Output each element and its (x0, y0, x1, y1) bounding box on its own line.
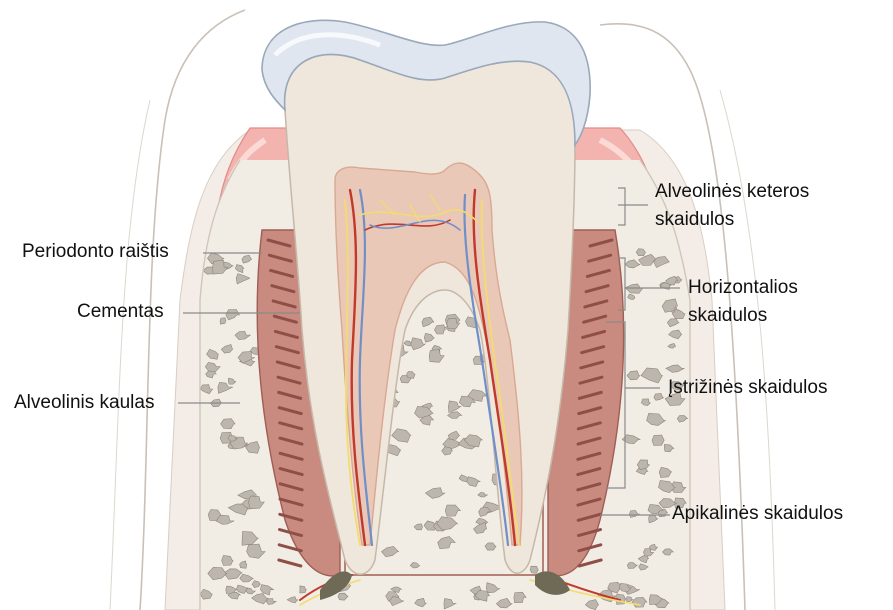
label-periodonto-raistis: Periodonto raištis (22, 240, 169, 264)
label-alveolines-keteros-line1: Alveolinės keteros (655, 180, 809, 204)
label-istrizines-skaidulos: Įstrižinės skaidulos (668, 376, 827, 400)
label-horizontalios-line2: skaidulos (688, 304, 767, 328)
bone-pore (652, 435, 664, 445)
label-cementas: Cementas (77, 300, 164, 324)
bone-pore (530, 566, 538, 573)
bone-pore (220, 318, 226, 324)
label-horizontalios-line1: Horizontalios (688, 276, 798, 300)
label-apikalines-skaidulos: Apikalinės skaidulos (672, 502, 843, 526)
label-alveolinis-kaulas: Alveolinis kaulas (14, 391, 154, 415)
label-alveolines-keteros-line2: skaidulos (655, 208, 734, 232)
